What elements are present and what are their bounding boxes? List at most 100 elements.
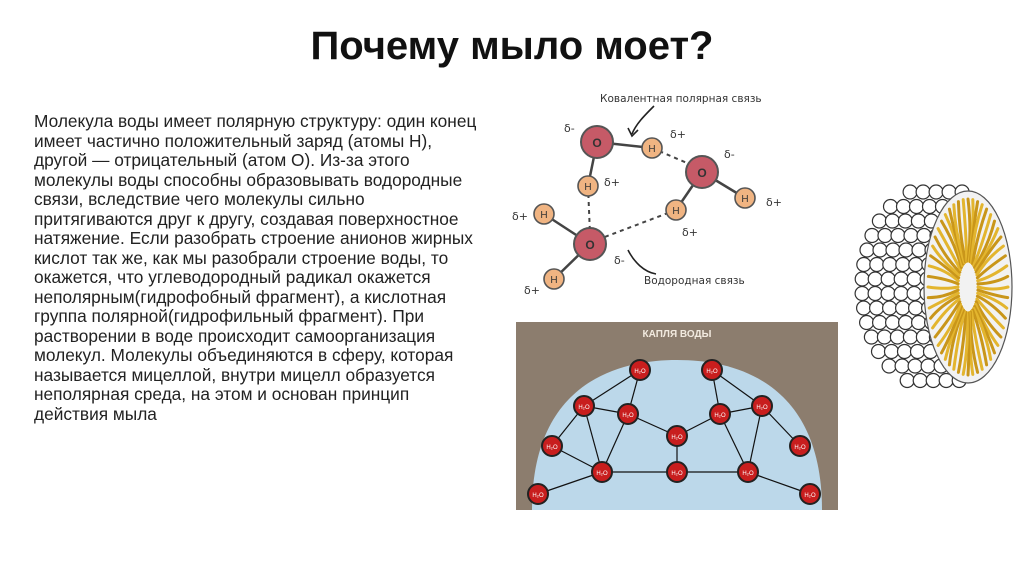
oxygen-label: O [592, 136, 601, 150]
micelle-tail [952, 203, 966, 265]
slide-body-text: Молекула воды имеет полярную структуру: … [34, 111, 477, 424]
svg-text:H₂O: H₂O [804, 493, 816, 499]
micelle-head-circle [859, 242, 875, 258]
oxygen-atom-2: O [685, 155, 719, 189]
micelle-head-circle [872, 314, 888, 331]
micelle-tail [927, 291, 960, 310]
micelle-tail [974, 235, 1003, 274]
charge-delta-plus: δ+ [682, 226, 698, 239]
micelle-head-circle [882, 256, 898, 273]
micelle-tail [975, 294, 1007, 320]
micelle-head-circle [899, 372, 915, 389]
micelle-head-circle [902, 184, 918, 200]
hydrogen-label: H [672, 206, 679, 217]
micelle-head-circle [903, 227, 919, 244]
micelle-head-circle [877, 227, 893, 244]
micelle-head-circle [895, 256, 911, 273]
h2o-node: H₂O [701, 359, 723, 381]
micelle-head-circle [897, 314, 914, 331]
svg-text:H₂O: H₂O [671, 435, 683, 441]
micelle-tail [926, 288, 960, 300]
micelle-tail [947, 308, 965, 367]
micelle-head-circle [925, 372, 941, 389]
covalent-arrowhead [627, 127, 639, 138]
micelle-tail [933, 300, 962, 339]
oxygen-atom-3: O [573, 227, 607, 261]
micelle-tail [976, 291, 1009, 310]
micelle-head-circle [882, 198, 899, 215]
svg-text:H₂O: H₂O [756, 405, 768, 411]
micelle-tail [956, 310, 968, 374]
micelle-head-circle [864, 227, 880, 244]
micelle-tail [971, 308, 989, 367]
hydrogen-label: H [550, 275, 557, 286]
h2o-node: H₂O [527, 483, 549, 505]
micelle-tail [961, 198, 969, 263]
micelle-tail [936, 227, 962, 272]
micelle-head-circle [907, 358, 923, 374]
h2o-node: H₂O [799, 483, 821, 505]
micelle-tail [927, 264, 960, 283]
h2o-node: H₂O [591, 461, 613, 483]
micelle-head-circle [920, 358, 936, 374]
h2o-node: H₂O [751, 395, 773, 417]
covalent-arrow [631, 105, 655, 135]
micelle-head-circle [856, 256, 872, 273]
micelle-head-circle [867, 271, 883, 287]
micelle-head-circle [869, 256, 885, 273]
micelle-tail [975, 254, 1007, 280]
micelle-tail [972, 306, 993, 361]
svg-text:H₂O: H₂O [622, 413, 634, 419]
oxygen-atom-1: O [580, 125, 614, 159]
micelle-tail [929, 254, 961, 280]
svg-text:H₂O: H₂O [546, 445, 558, 451]
svg-text:H₂O: H₂O [742, 471, 754, 477]
slide-title: Почему мыло моет? [310, 24, 714, 68]
charge-delta-minus: δ- [724, 148, 735, 161]
micelle-head-circle [893, 271, 909, 287]
drop-label: КАПЛЯ ВОДЫ [643, 329, 712, 340]
micelle-tail [961, 311, 969, 376]
oxygen-label: O [585, 238, 594, 252]
micelle-head-circle [915, 184, 931, 200]
micelle-head-circle [870, 343, 887, 360]
svg-text:H₂O: H₂O [634, 369, 646, 375]
micelle-head-circle [893, 285, 909, 302]
hydrogen-atom: H [665, 199, 687, 221]
micelle-head-circle [885, 242, 901, 258]
micelle-hydrophobic-tails [926, 197, 1010, 377]
h2o-node: H₂O [737, 461, 759, 483]
micelle-tail [931, 244, 961, 277]
micelle-head-circle [921, 198, 938, 215]
micelle-head-circle [906, 271, 922, 287]
hydrogen-bond-label: Водородная связь [644, 275, 745, 287]
charge-delta-plus: δ+ [766, 196, 782, 209]
micelle-head-circle [896, 343, 913, 360]
svg-text:H₂O: H₂O [596, 471, 608, 477]
micelle-head-circle [854, 271, 870, 287]
micelle-tail [952, 309, 966, 371]
micelle-head-circle [881, 300, 898, 316]
micelle-head-circle [884, 213, 901, 229]
micelle-head-circle [894, 300, 911, 316]
charge-delta-minus: δ- [614, 254, 625, 267]
micelle-head-circle [884, 314, 901, 331]
micelle-tail [929, 294, 961, 320]
micelle-head-circle [908, 256, 924, 273]
micelle-head-circle [907, 300, 924, 316]
micelle-head-circle [859, 314, 875, 331]
micelle-illustration [854, 184, 1013, 389]
micelle-head-circle [911, 242, 927, 258]
charge-delta-plus: δ+ [604, 176, 620, 189]
hydrogen-atom: H [577, 175, 599, 197]
charge-delta-plus: δ+ [670, 128, 686, 141]
covalent-bond-label: Ковалентная полярная связь [600, 93, 762, 105]
svg-text:H₂O: H₂O [532, 493, 544, 499]
micelle-tail [931, 297, 961, 330]
micelle-tail [936, 302, 962, 347]
oxygen-label: O [697, 166, 706, 180]
micelle-tail [926, 274, 960, 286]
micelle-head-circle [928, 184, 944, 200]
micelle-head-circle [894, 358, 910, 374]
hydrogen-label: H [741, 194, 748, 205]
